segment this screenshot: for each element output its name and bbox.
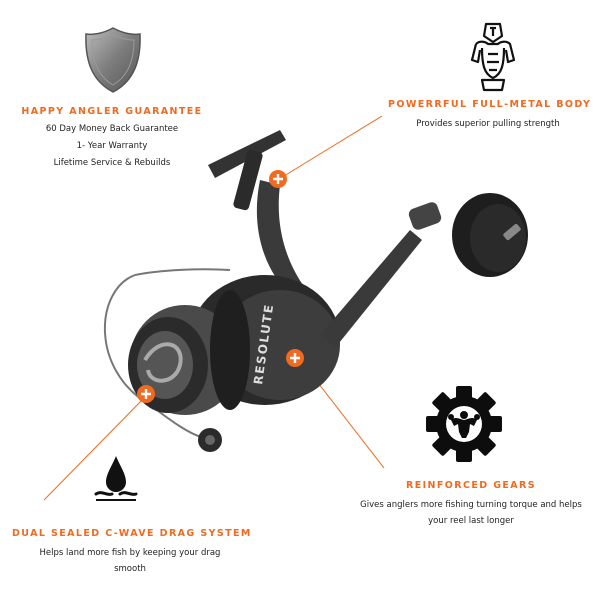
guarantee-line-2: 1- Year Warranty <box>76 141 148 151</box>
feature-body: POWERRFUL FULL-METAL BODY Provides super… <box>388 99 592 132</box>
spinning-reel-icon: RESOLUTE <box>104 130 528 452</box>
gear-icon <box>426 386 502 462</box>
armor-icon <box>470 22 516 92</box>
feature-gears: REINFORCED GEARS Gives anglers more fish… <box>360 480 582 529</box>
water-drop-icon <box>94 456 138 501</box>
feature-drag: DUAL SEALED C-WAVE DRAG SYSTEM Helps lan… <box>12 528 252 577</box>
feature-guarantee: HAPPY ANGLER GUARANTEE 60 Day Money Back… <box>20 106 204 172</box>
body-desc: Provides superior pulling strength <box>416 119 560 129</box>
guarantee-title: HAPPY ANGLER GUARANTEE <box>21 106 203 117</box>
gears-desc: Gives anglers more fishing turning torqu… <box>360 500 582 526</box>
guarantee-line-3: Lifetime Service & Rebuilds <box>53 158 171 168</box>
hotspot-gears[interactable] <box>285 348 305 368</box>
gears-title: REINFORCED GEARS <box>405 480 537 491</box>
hotspot-drag[interactable] <box>136 384 156 404</box>
hotspot-body[interactable] <box>268 169 288 189</box>
guarantee-line-1: 60 Day Money Back Guarantee <box>45 124 179 134</box>
shield-icon <box>85 27 141 93</box>
drag-desc: Helps land more fish by keeping your dra… <box>39 548 221 574</box>
drag-title: DUAL SEALED C-WAVE DRAG SYSTEM <box>12 528 252 539</box>
body-title: POWERRFUL FULL-METAL BODY <box>388 99 592 110</box>
